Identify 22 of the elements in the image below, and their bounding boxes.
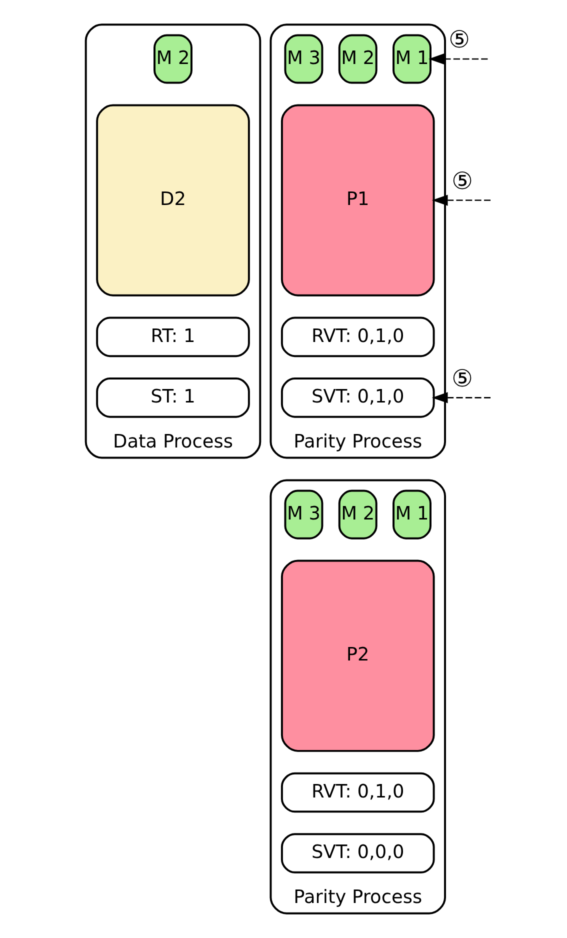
node-box: ST: 1: [96, 378, 250, 418]
node-box: M 2: [338, 34, 378, 84]
node-box: M 1: [392, 34, 432, 84]
node-box: P2: [280, 560, 435, 752]
node-box: M 2: [154, 34, 192, 84]
node-box: M 3: [284, 490, 324, 540]
node-box: RT: 1: [96, 316, 250, 358]
node-box: SVT: 0,0,0: [280, 833, 435, 874]
node-box: M 2: [338, 490, 378, 540]
node-box: D2: [96, 104, 250, 296]
node-box: RVT: 0,1,0: [280, 316, 435, 358]
node-box: RVT: 0,1,0: [280, 772, 435, 813]
node-box: M 3: [284, 34, 324, 84]
node-box: M 1: [392, 490, 432, 540]
arrow: [428, 53, 488, 65]
arrow: [432, 392, 491, 404]
node-box: P1: [280, 104, 435, 296]
edge-label: ⑤: [448, 26, 470, 54]
arrow: [432, 194, 491, 206]
edge-label: ⑤: [452, 364, 473, 392]
node-box: SVT: 0,1,0: [280, 378, 435, 418]
edge-label: ⑤: [452, 166, 473, 195]
